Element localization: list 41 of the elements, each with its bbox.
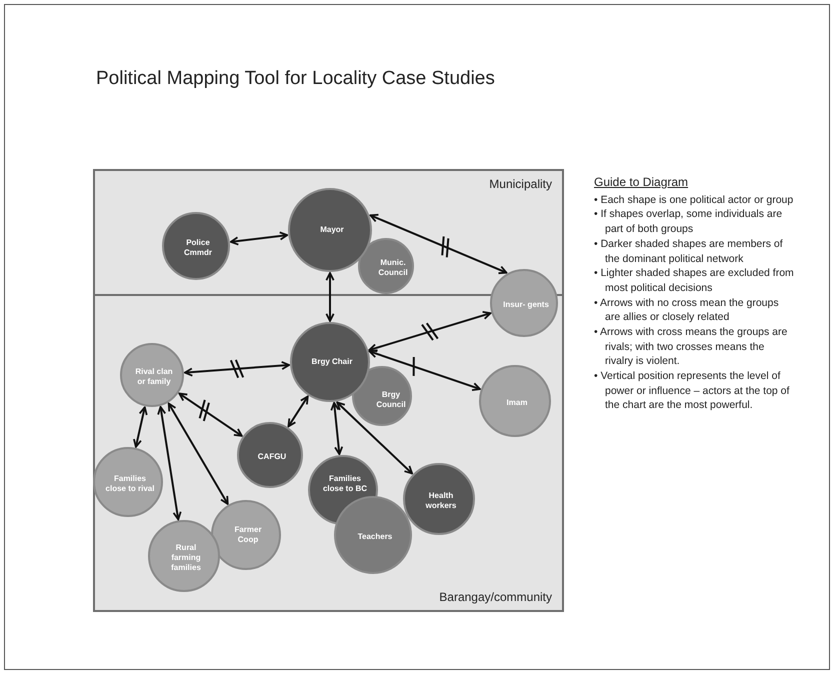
region-label: Municipality — [489, 177, 552, 191]
region-band — [93, 169, 564, 296]
arrow — [288, 396, 309, 428]
guide-item: • Each shape is one political actor or group — [594, 192, 794, 208]
arrow — [370, 214, 508, 274]
arrow — [168, 402, 229, 505]
arrow — [230, 231, 288, 246]
guide-item: • If shapes overlap, some individuals are part of both groups — [594, 207, 784, 237]
actor-label: Insur- gents — [502, 300, 550, 310]
actor-label: Mayor — [319, 225, 345, 235]
actor-label: Rural farming families — [170, 543, 202, 573]
actor-label: Munic. Council — [377, 258, 409, 278]
arrow — [368, 349, 481, 392]
actor-label: CAFGU — [256, 452, 288, 462]
guide-heading: Guide to Diagram — [594, 174, 690, 191]
actor-label: Health workers — [424, 491, 458, 511]
region-label: Barangay/community — [439, 590, 552, 604]
actor-label: Brgy Council — [375, 390, 407, 410]
actor-label: Brgy Chair — [310, 357, 354, 367]
diagram-title: Political Mapping Tool for Locality Case Studies — [96, 68, 495, 90]
arrow — [336, 401, 414, 474]
arrow — [178, 392, 243, 437]
actor-label: Farmer Coop — [233, 525, 263, 545]
actor-label: Teachers — [356, 532, 394, 542]
actor-label: Imam — [506, 398, 528, 408]
guide-item: • Arrows with cross means the groups are rivals; with two crosses means the rivalry is violent. — [594, 324, 788, 370]
guide-item: • Lighter shaded shapes are excluded from most political decisions — [594, 266, 794, 296]
arrow — [330, 402, 344, 456]
actor-label: Rival clan or family — [134, 367, 174, 387]
region-band — [93, 294, 564, 612]
actor-label: Families close to BC — [322, 474, 368, 494]
arrow — [133, 406, 148, 448]
guide-item: • Darker shaded shapes are members of the dominant political network — [594, 236, 784, 266]
arrow — [326, 272, 334, 322]
arrow — [184, 361, 290, 377]
actor-label: Families close to rival — [106, 474, 154, 494]
actor-label: Police Cmmdr — [182, 238, 213, 258]
arrow — [368, 310, 492, 352]
guide-item: • Arrows with no cross mean the groups are allies or closely related — [594, 296, 780, 325]
guide-item: • Vertical position represents the level of power or influence – actors at the top of the chart are the most powerful. — [594, 369, 790, 414]
arrow — [157, 406, 182, 520]
